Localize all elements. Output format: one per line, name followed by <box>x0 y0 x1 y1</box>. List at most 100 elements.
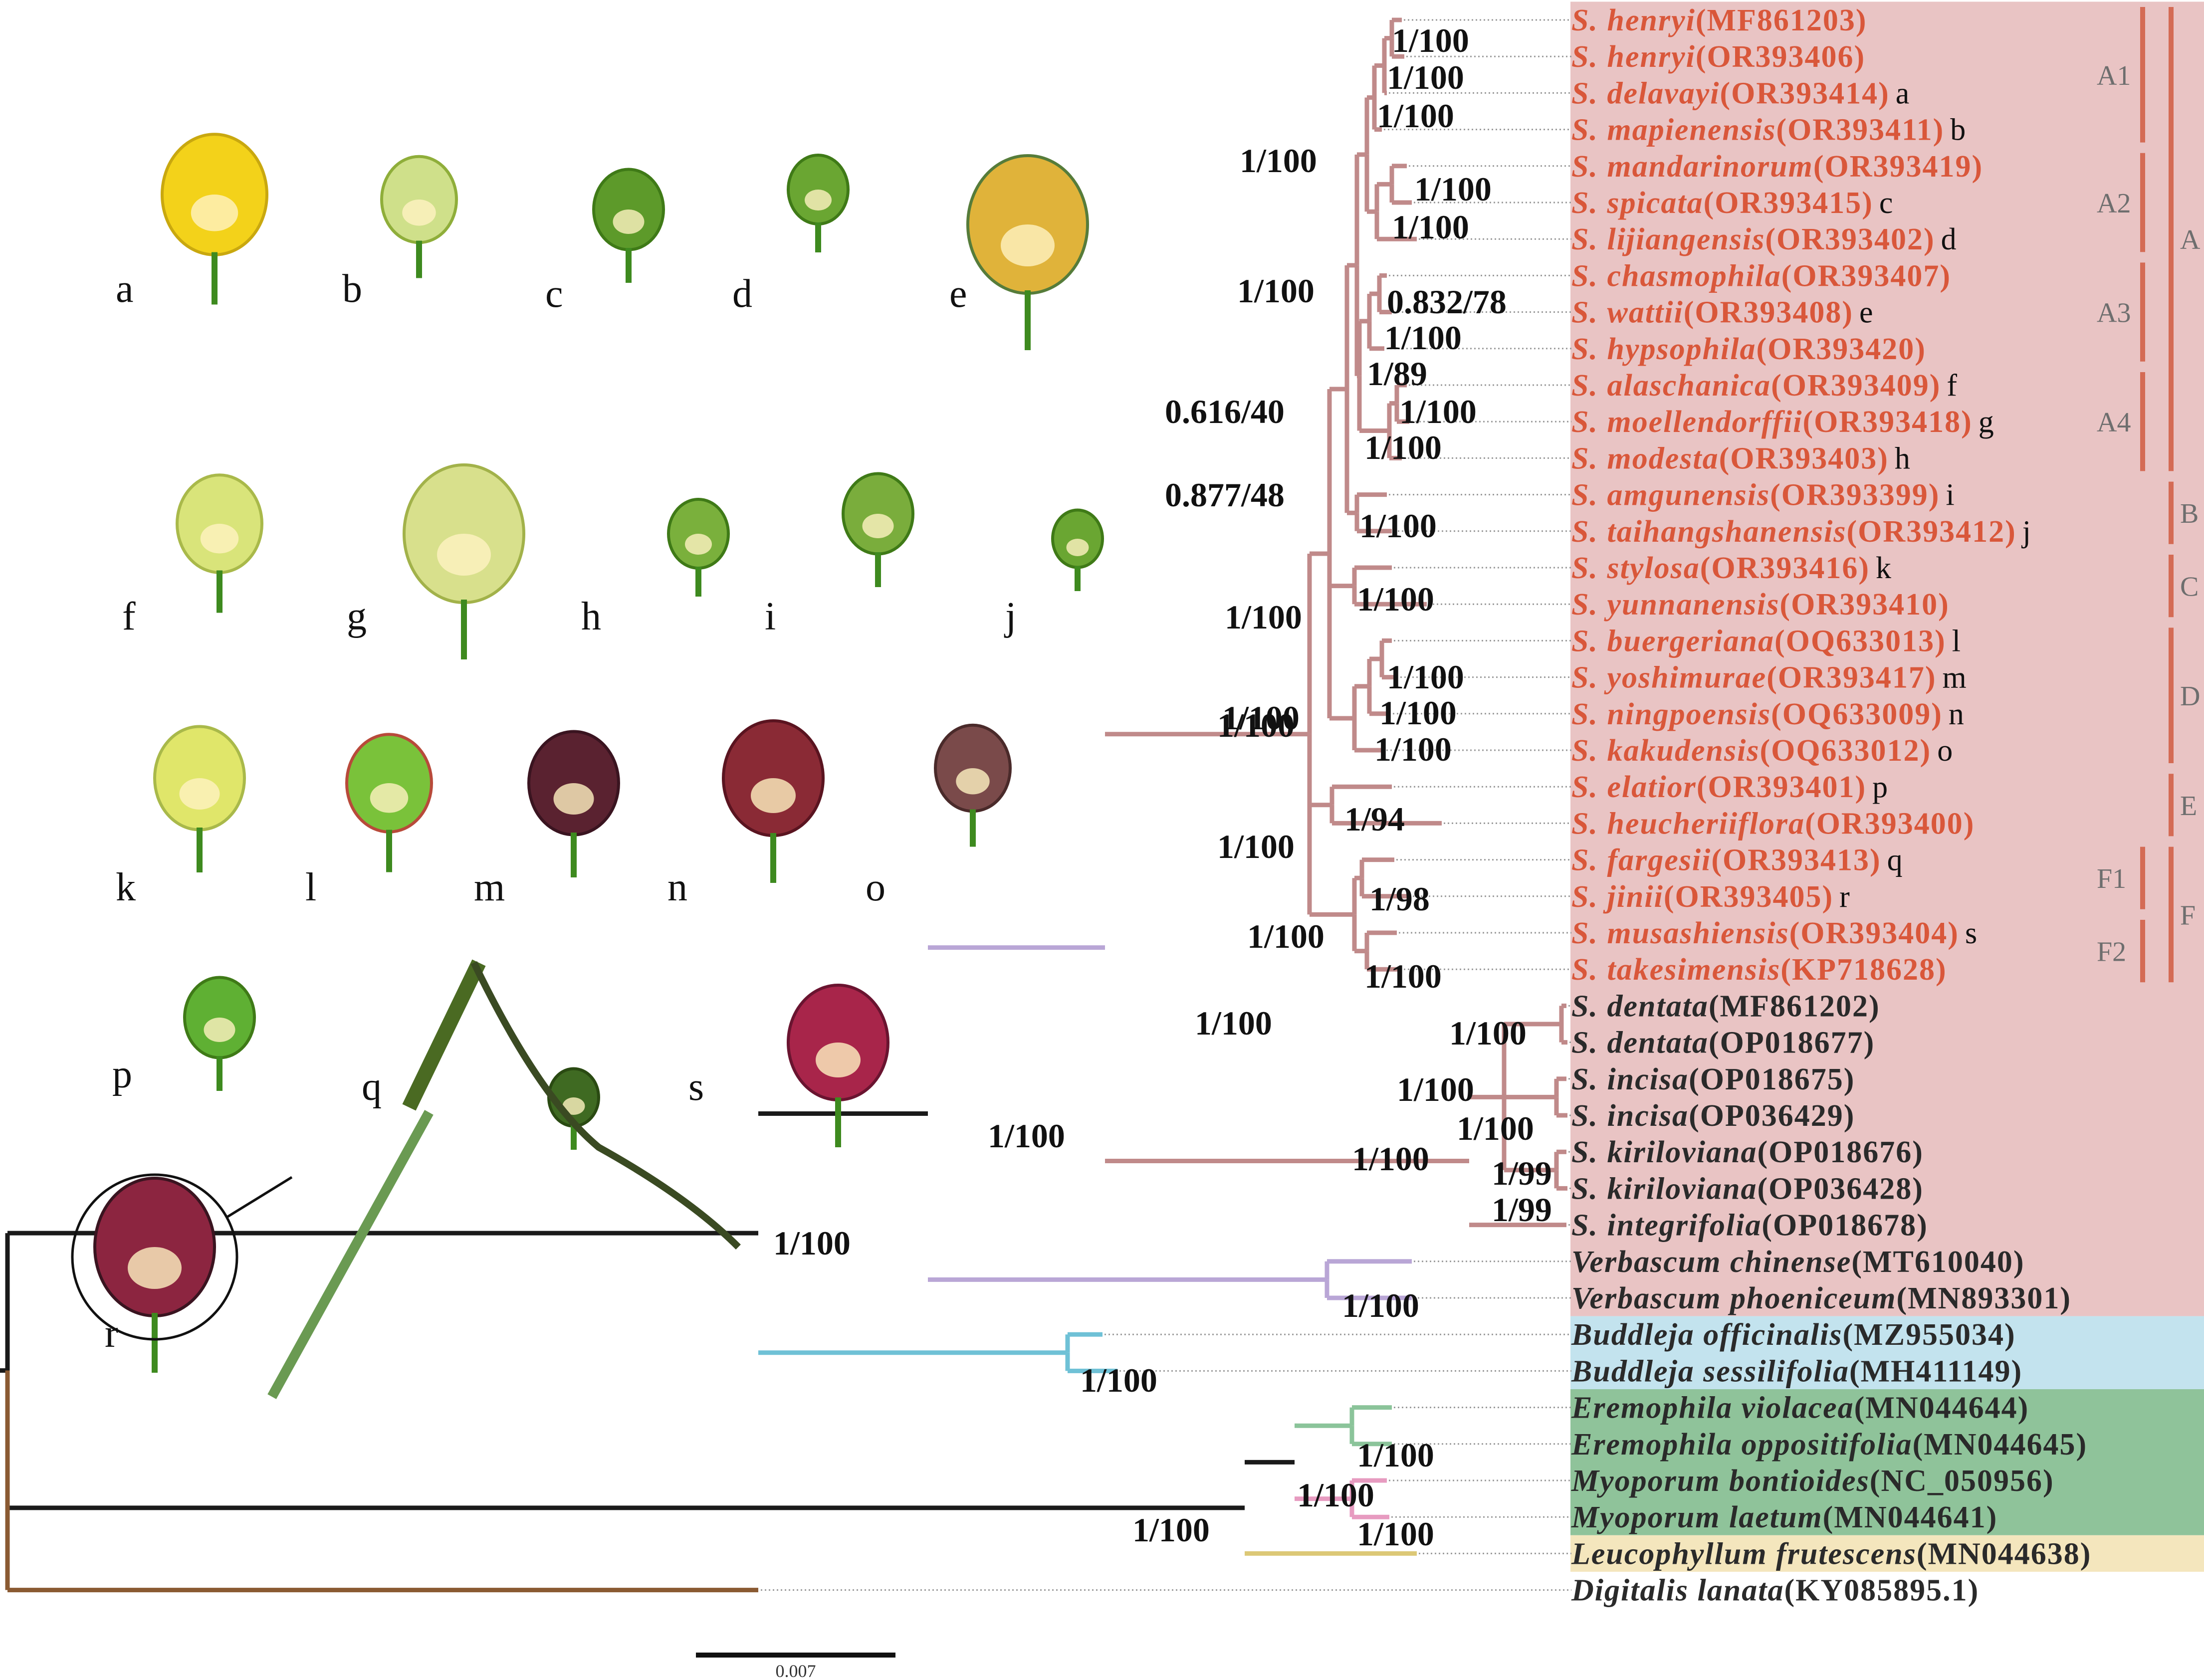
support-value: 1/100 <box>1217 706 1295 744</box>
tip-label: S. buergeriana(OQ633013)l <box>1571 624 1962 658</box>
photo-label: b <box>342 267 362 311</box>
tip-photo-letter: o <box>1937 734 1954 768</box>
tip-species: S. wattii <box>1571 296 1684 330</box>
clade-label: A4 <box>2097 407 2131 438</box>
tip-accession: (MN893301) <box>1896 1281 2071 1315</box>
scale-label: 0.007 <box>776 1661 816 1680</box>
tip-species: S. spicata <box>1571 186 1704 220</box>
tip-photo-letter: a <box>1896 76 1911 110</box>
tip-species: S. dentata <box>1571 1026 1709 1060</box>
photo-label: q <box>362 1065 382 1109</box>
flower-photo <box>93 1177 216 1373</box>
tip-label: S. takesimensis(KP718628) <box>1571 953 1947 987</box>
tip-accession: (NC_050956) <box>1870 1464 2054 1498</box>
tip-accession: (OP036428) <box>1758 1172 1924 1206</box>
tip-label: S. alaschanica(OR393409)f <box>1571 369 1958 403</box>
flower-throat <box>370 783 409 813</box>
support-value: 1/89 <box>1367 355 1427 393</box>
buddleja-band <box>1570 1316 2204 1389</box>
tip-label: S. hypsophila(OR393420) <box>1571 332 1926 366</box>
flower-throat <box>862 514 894 538</box>
tip-species: S. hypsophila <box>1571 332 1757 366</box>
support-value: 1/100 <box>1392 208 1469 246</box>
tip-species: Buddleja sessilifolia <box>1571 1354 1849 1388</box>
tip-accession: (KP718628) <box>1780 953 1947 987</box>
tip-species: S. musashiensis <box>1571 916 1789 950</box>
flower-throat <box>805 190 832 210</box>
tip-label: S. wattii(OR393408)e <box>1571 296 1874 330</box>
tip-label: S. incisa(OP018675) <box>1571 1062 1855 1096</box>
tip-accession: (OR393418) <box>1802 405 1972 439</box>
flower-photo <box>966 154 1089 350</box>
photo-label: c <box>545 272 563 316</box>
support-value: 1/100 <box>1414 170 1492 208</box>
tip-accession: (OP036429) <box>1689 1099 1855 1133</box>
photo-label: j <box>1004 595 1016 638</box>
tip-accession: (OR393408) <box>1684 296 1853 330</box>
tip-species: Verbascum phoeniceum <box>1571 1281 1896 1315</box>
tip-accession: (OR393409) <box>1771 369 1941 403</box>
tip-accession: (OR393405) <box>1664 880 1833 914</box>
tip-photo-letter: l <box>1952 624 1962 658</box>
support-value: 1/98 <box>1369 880 1430 918</box>
support-value: 1/94 <box>1344 800 1405 838</box>
tip-photo-letter: b <box>1950 113 1967 147</box>
tip-species: S. integrifolia <box>1571 1209 1762 1243</box>
support-value: 1/100 <box>1240 142 1317 180</box>
tip-species: S. fargesii <box>1571 843 1711 877</box>
support-value: 1/100 <box>1352 1140 1429 1178</box>
tip-accession: (OR393411) <box>1776 113 1944 147</box>
tip-label: S. integrifolia(OP018678) <box>1571 1209 1928 1243</box>
tip-species: S. jinii <box>1571 880 1664 914</box>
tip-photo-letter: m <box>1943 661 1968 695</box>
flower-throat <box>751 778 796 813</box>
tip-accession: (KY085895.1) <box>1784 1574 1979 1608</box>
scrophulariaceae-band <box>1570 1 2204 1316</box>
photo-label: k <box>116 865 136 909</box>
tip-label: S. dentata(OP018677) <box>1571 1026 1875 1060</box>
tip-species: S. henryi <box>1571 3 1696 37</box>
support-value: 1/100 <box>1399 393 1477 430</box>
tip-accession: (MN044644) <box>1854 1391 2029 1425</box>
photo-label: s <box>688 1065 704 1109</box>
tip-accession: (OR393404) <box>1789 916 1959 950</box>
tip-photo-letter: j <box>2021 515 2032 549</box>
flower-throat <box>562 1097 585 1115</box>
clade-label: D <box>2180 681 2200 712</box>
tip-species: Buddleja officinalis <box>1571 1318 1843 1352</box>
tip-accession: (OR393410) <box>1779 588 1949 622</box>
tip-species: S. buergeriana <box>1571 624 1774 658</box>
tip-label: S. kakudensis(OQ633012)o <box>1571 734 1954 768</box>
support-value: 1/100 <box>1297 1476 1374 1514</box>
tip-species: S. yunnanensis <box>1571 588 1779 622</box>
flower-photo <box>176 473 263 613</box>
photo-label: i <box>765 595 776 638</box>
tip-label: S. taihangshanensis(OR393412)j <box>1571 515 2032 549</box>
plant-stem-r <box>267 1110 434 1399</box>
tip-accession: (OP018675) <box>1689 1062 1855 1096</box>
tip-accession: (MZ955034) <box>1843 1318 2016 1352</box>
photo-label: n <box>667 865 687 909</box>
tip-species: S. mapienensis <box>1571 113 1776 147</box>
tip-species: S. chasmophila <box>1571 259 1781 293</box>
tip-species: S. heucheriiflora <box>1571 807 1805 840</box>
tip-species: S. amgunensis <box>1571 478 1770 512</box>
flower-throat <box>613 210 645 234</box>
support-value: 1/100 <box>1132 1511 1210 1549</box>
tip-accession: (MN044638) <box>1917 1537 2092 1571</box>
tip-accession: (OR393399) <box>1770 478 1940 512</box>
support-value: 1/100 <box>988 1117 1065 1155</box>
flower-throat <box>204 1018 235 1042</box>
flower-photo <box>934 723 1012 847</box>
tip-species: S. henryi <box>1571 40 1696 74</box>
tip-species: S. alaschanica <box>1571 369 1771 403</box>
photo-label: p <box>112 1052 132 1096</box>
tip-species: S. moellendorffii <box>1571 405 1802 439</box>
tip-label: S. dentata(MF861202) <box>1571 989 1880 1023</box>
tip-label: S. moellendorffii(OR393418)g <box>1571 405 1995 439</box>
tip-species: Digitalis lanata <box>1571 1574 1784 1608</box>
tip-label: S. yunnanensis(OR393410) <box>1571 588 1950 622</box>
tip-label: S. chasmophila(OR393407) <box>1571 259 1951 293</box>
photo-label: g <box>347 595 367 638</box>
support-value: 1/100 <box>1397 1070 1474 1108</box>
